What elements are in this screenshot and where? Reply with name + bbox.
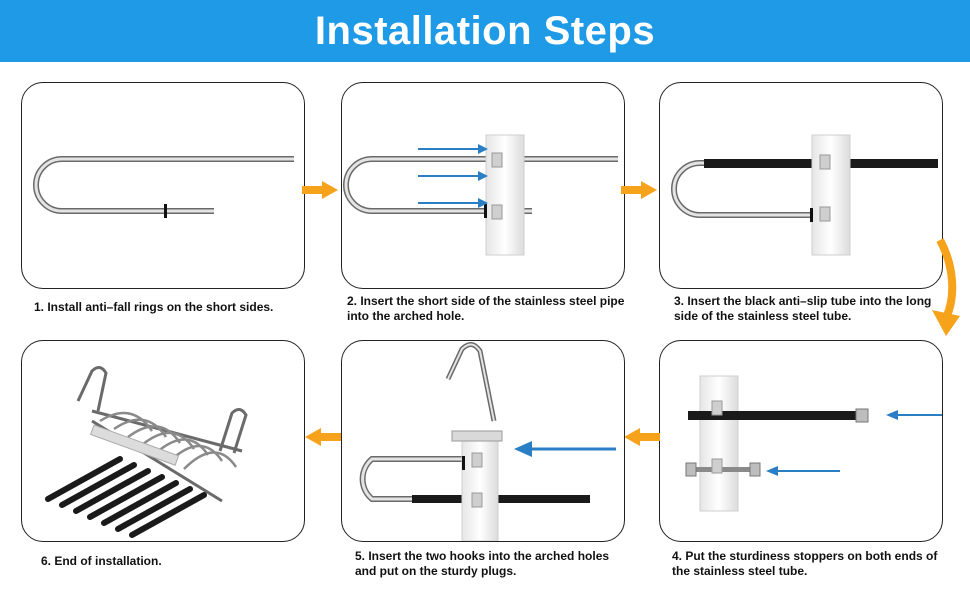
- stopper-plug: [855, 408, 869, 423]
- anti-fall-ring: [164, 204, 167, 218]
- header-bar: Installation Steps: [0, 0, 970, 62]
- orange-arrow-left: [305, 428, 341, 446]
- rod-clip-illustration: [343, 134, 618, 256]
- step-1-panel: [21, 82, 305, 289]
- orange-arrow-right: [302, 181, 338, 199]
- step-4-panel: [659, 340, 943, 542]
- step-6-panel: [21, 340, 305, 542]
- step-2-panel: [341, 82, 625, 289]
- step-5-panel: [341, 340, 625, 542]
- step-4-caption: 4. Put the sturdiness stoppers on both e…: [672, 549, 938, 578]
- orange-curved-arrow: [932, 238, 960, 336]
- blue-pointer-arrow: [478, 144, 488, 154]
- orange-arrow-left: [624, 428, 660, 446]
- finished-hanger-illustration: [45, 366, 248, 538]
- stoppers-illustration: [685, 375, 942, 512]
- page-title: Installation Steps: [314, 9, 656, 53]
- step-3-caption: 3. Insert the black anti–slip tube into …: [674, 294, 932, 323]
- rod-tube-illustration: [671, 134, 938, 256]
- orange-arrow-right: [621, 181, 657, 199]
- step-6-caption: 6. End of installation.: [41, 554, 162, 568]
- hooks-illustration: [359, 342, 616, 541]
- step-2-caption: 2. Insert the short side of the stainles…: [347, 294, 625, 323]
- rod-illustration: [33, 156, 294, 218]
- step-5-caption: 5. Insert the two hooks into the arched …: [355, 549, 610, 578]
- step-3-panel: [659, 82, 943, 289]
- step-1-caption: 1. Install anti–fall rings on the short …: [34, 300, 274, 314]
